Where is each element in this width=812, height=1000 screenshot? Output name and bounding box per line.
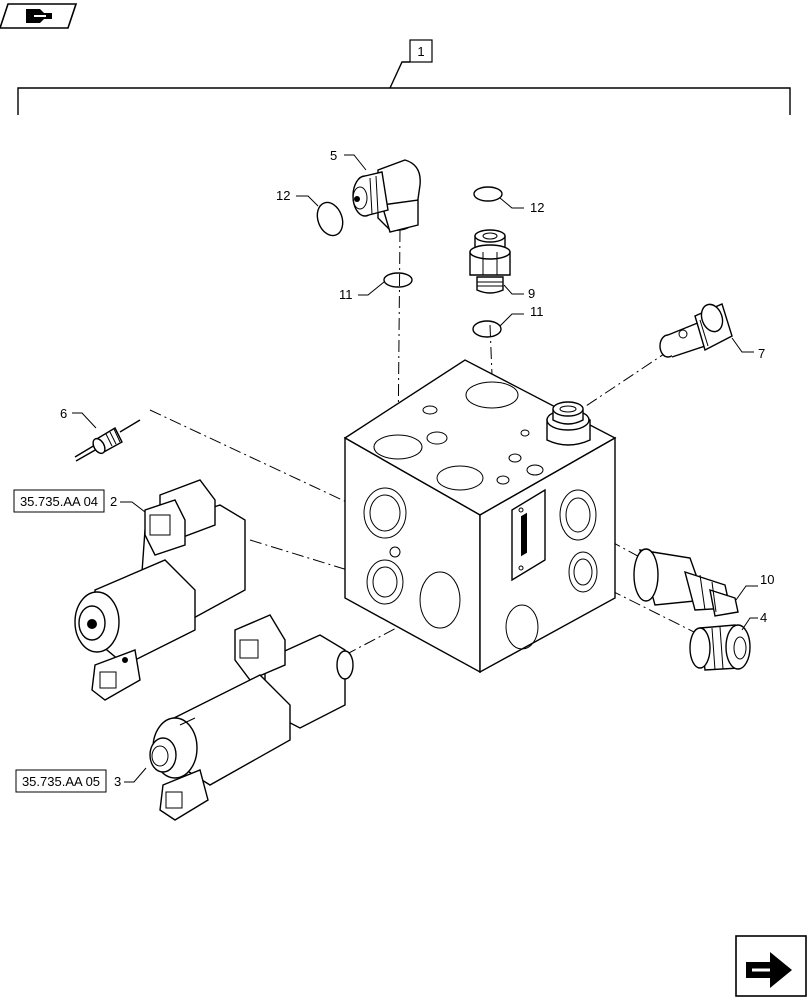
- ref-top-text: 35.735.AA 04: [20, 494, 98, 509]
- assembly-label-box: [409, 39, 433, 63]
- callout-5-text: 5: [330, 148, 337, 163]
- callout-5: 5: [330, 148, 367, 171]
- next-page-arrow-icon[interactable]: [735, 935, 807, 997]
- callout-4-text: 4: [760, 610, 767, 625]
- callout-11-upper: 11: [339, 281, 385, 302]
- callout-7: 7: [731, 337, 765, 361]
- callout-10: 10: [735, 572, 774, 601]
- callout-11-upper-text: 11: [339, 287, 353, 302]
- callout-12-right-text: 12: [530, 200, 544, 215]
- part-12-o-ring-right[interactable]: [473, 186, 503, 202]
- part-10-check-valve[interactable]: [633, 548, 739, 617]
- callout-10-text: 10: [760, 572, 774, 587]
- part-11-o-ring-lower[interactable]: [472, 320, 502, 338]
- part-11-o-ring-upper[interactable]: [383, 272, 413, 288]
- callout-12-right: 12: [499, 197, 544, 215]
- callout-2-text: 2: [110, 494, 117, 509]
- callout-12-left-text: 12: [276, 188, 290, 203]
- part-9-adapter-fitting[interactable]: [469, 229, 511, 294]
- ref-bottom-text: 35.735.AA 05: [22, 774, 100, 789]
- assembly-label: 1: [417, 44, 424, 59]
- callout-7-text: 7: [758, 346, 765, 361]
- callout-9: 9: [503, 284, 535, 301]
- callout-12-left: 12: [276, 188, 319, 207]
- callout-6: 6: [60, 406, 97, 429]
- callout-3-text: 3: [114, 774, 121, 789]
- manifold-block[interactable]: [343, 359, 617, 674]
- callout-11-lower: 11: [499, 304, 544, 327]
- flag-arrow-icon[interactable]: [0, 3, 78, 29]
- part-3-solenoid-valve[interactable]: [149, 614, 354, 821]
- callout-9-text: 9: [528, 286, 535, 301]
- part-6-needle-pin[interactable]: [74, 419, 141, 462]
- block-plug-fitting[interactable]: [546, 401, 591, 446]
- callout-6-text: 6: [60, 406, 67, 421]
- callout-4: 4: [741, 610, 767, 631]
- part-5-elbow-fitting[interactable]: [352, 159, 421, 233]
- part-7-cartridge-valve[interactable]: [659, 301, 733, 358]
- callout-3: 3: [114, 767, 147, 789]
- part-4-hose-fitting[interactable]: [689, 624, 751, 671]
- callout-11-lower-text: 11: [530, 304, 544, 319]
- callout-2: 2: [110, 494, 146, 513]
- ref-box-top[interactable]: 35.735.AA 04: [13, 489, 105, 513]
- part-2-solenoid-valve[interactable]: [74, 479, 246, 701]
- assembly-bracket: 1: [17, 39, 791, 115]
- ref-box-bottom[interactable]: 35.735.AA 05: [15, 769, 107, 793]
- part-12-o-ring-left[interactable]: [313, 199, 347, 239]
